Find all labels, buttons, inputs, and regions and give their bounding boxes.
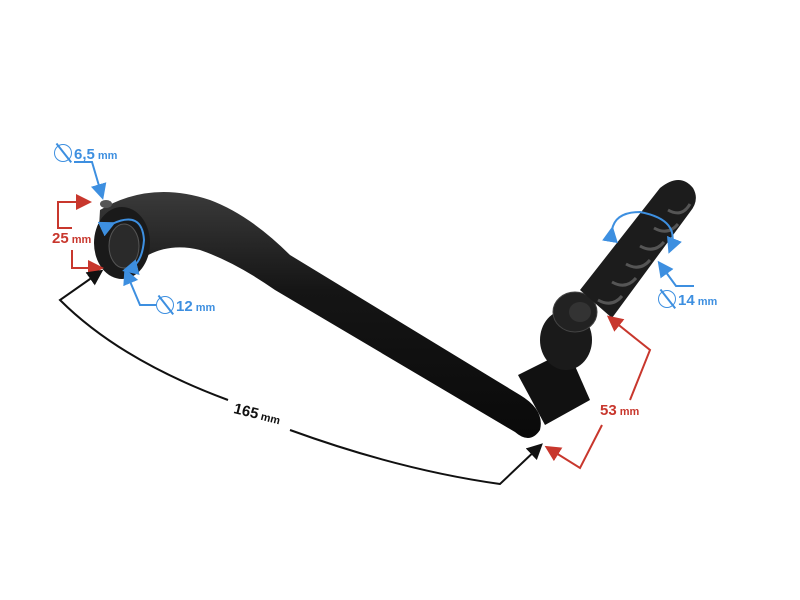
diameter-icon [156, 296, 174, 314]
diameter-icon [658, 290, 676, 308]
diameter-icon [54, 144, 72, 162]
